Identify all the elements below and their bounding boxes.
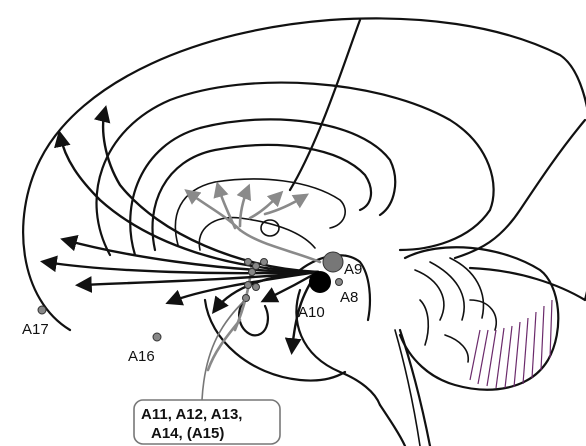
- thalamus: [199, 218, 315, 250]
- a17-nucleus: [38, 306, 46, 314]
- a9-nucleus: [323, 252, 343, 272]
- cingulate-contour: [97, 83, 494, 255]
- label-a16: A16: [128, 348, 155, 365]
- a10-nucleus: [309, 271, 331, 293]
- a8-nucleus: [336, 279, 343, 286]
- label-a10: A10: [298, 304, 325, 321]
- medulla-right: [400, 330, 430, 446]
- callout-line-2: A14, (A15): [151, 425, 224, 442]
- label-a17: A17: [22, 321, 49, 338]
- interthalamic-adhesion: [261, 220, 279, 236]
- corpus-callosum-outer: [130, 119, 395, 255]
- sulcus-line-1: [290, 20, 360, 190]
- label-a9: A9: [344, 261, 362, 278]
- cerebellum-folia: [415, 258, 496, 362]
- label-a8: A8: [340, 289, 358, 306]
- a16-nucleus: [153, 333, 161, 341]
- medulla-left: [380, 405, 405, 446]
- callout-line-1: A11, A12, A13,: [141, 406, 242, 423]
